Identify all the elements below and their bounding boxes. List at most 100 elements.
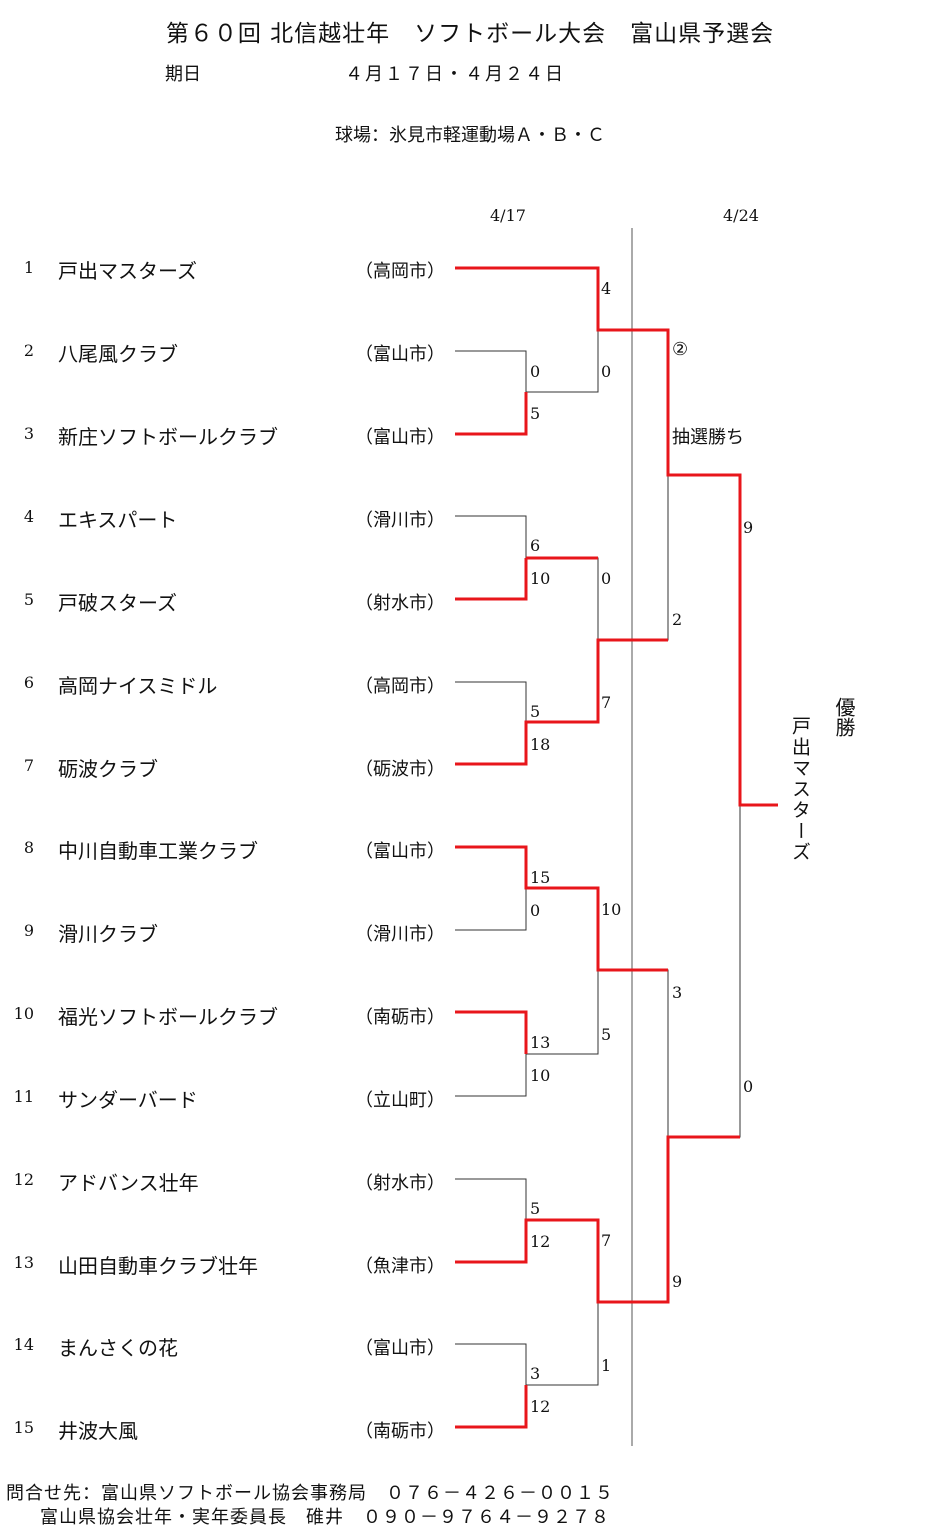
team-name: 滑川クラブ	[58, 922, 158, 946]
score-sf-top-team-1: ②	[672, 339, 689, 360]
score-r2-team-8: 10	[601, 900, 622, 919]
line-team-12	[455, 1178, 527, 1220]
team-city: （南砺市）	[355, 1007, 445, 1028]
team-number: 12	[13, 1170, 34, 1189]
score-r2-team-13: 7	[601, 1231, 612, 1250]
team-city: （南砺市）	[355, 1421, 445, 1442]
footer-contact-1: 問合せ先：富山県ソフトボール協会事務局 ０７６－４２６－００１５	[6, 1483, 614, 1504]
winner-line-team-8	[455, 845, 668, 972]
team-name: 戸破スターズ	[58, 591, 177, 615]
line-r2-loser-14v15	[526, 1302, 599, 1386]
team-city: （富山市）	[355, 427, 445, 448]
team-number: 14	[13, 1335, 34, 1354]
team-name: アドバンス壮年	[58, 1171, 199, 1195]
score-team-7: 18	[530, 735, 551, 754]
team-number: 10	[13, 1004, 34, 1023]
period-label: 期日	[165, 64, 201, 85]
score-team-10: 13	[530, 1033, 551, 1052]
line-team-11	[455, 1054, 527, 1097]
line-sf-loser-top	[598, 475, 669, 641]
footer-contact-2: 富山県協会壮年・実年委員長 碓井 ０９０－９７６４－９２７８	[40, 1507, 610, 1528]
score-final-team-1: 9	[743, 518, 754, 537]
team-number: 6	[23, 673, 34, 692]
team-city: （射水市）	[355, 593, 445, 614]
team-name: 山田自動車クラブ壮年	[58, 1254, 258, 1278]
score-team-6: 5	[530, 702, 541, 721]
team-name: まんさくの花	[58, 1336, 178, 1360]
team-city: （滑川市）	[355, 510, 445, 531]
team-city: （高岡市）	[355, 261, 445, 282]
score-team-14: 3	[530, 1364, 541, 1383]
line-r2-loser-10v11	[526, 970, 599, 1055]
period-dates: ４月１７日・４月２４日	[345, 64, 565, 85]
round-date-day1: 4/17	[490, 206, 526, 225]
winner-line-team-5	[455, 558, 528, 601]
team-city: （富山市）	[355, 841, 445, 862]
team-city: （滑川市）	[355, 924, 445, 945]
score-team-12: 5	[530, 1199, 541, 1218]
page-title: 第６０回 北信越壮年 ソフトボール大会 富山県予選会	[165, 21, 775, 47]
winner-line-team-7	[455, 638, 668, 766]
line-team-2	[455, 350, 527, 392]
team-number: 5	[23, 590, 34, 609]
line-sf-loser-bottom	[598, 969, 669, 1137]
team-name: サンダーバード	[58, 1088, 198, 1112]
team-name: 新庄ソフトボールクラブ	[58, 425, 278, 449]
team-city: （魚津市）	[355, 1256, 445, 1277]
lottery-win-note: 抽選勝ち	[672, 427, 744, 448]
score-team-3: 5	[530, 404, 541, 423]
score-team-4: 6	[530, 536, 541, 555]
winner-line-team-3	[455, 392, 528, 436]
round-date-day2: 4/24	[723, 206, 759, 225]
team-number: 11	[13, 1087, 34, 1106]
score-team-9: 0	[530, 901, 541, 920]
score-r2-team-1: 4	[601, 279, 612, 298]
score-sf-bottom-team-8: 3	[672, 983, 683, 1002]
score-r2-team-5: 0	[601, 569, 612, 588]
score-r2-team-3: 0	[601, 362, 612, 381]
team-city: （射水市）	[355, 1173, 445, 1194]
score-team-11: 10	[530, 1066, 551, 1085]
line-r2-loser-2v3	[526, 330, 599, 393]
team-number: 7	[23, 756, 34, 775]
score-sf-bottom-team-13: 9	[672, 1272, 683, 1291]
score-team-2: 0	[530, 362, 541, 381]
team-name: 高岡ナイスミドル	[58, 674, 218, 698]
team-name: 井波大風	[58, 1419, 138, 1443]
score-team-5: 10	[530, 569, 551, 588]
team-number: 13	[13, 1253, 34, 1272]
score-r2-team-10: 5	[601, 1025, 612, 1044]
team-city: （富山市）	[355, 1338, 445, 1359]
team-city: （砺波市）	[355, 759, 445, 780]
team-name: 中川自動車工業クラブ	[58, 839, 258, 863]
winner-line-team-15	[455, 1385, 528, 1429]
team-number: 4	[23, 507, 34, 526]
score-team-15: 12	[530, 1397, 551, 1416]
team-city: （立山町）	[355, 1090, 445, 1111]
score-team-8: 15	[530, 868, 551, 887]
team-name: 戸出マスターズ	[58, 259, 197, 283]
team-number: 1	[23, 258, 34, 277]
team-city: （高岡市）	[355, 676, 445, 697]
line-team-9	[455, 888, 527, 931]
team-name: 八尾風クラブ	[58, 342, 178, 366]
team-number: 8	[23, 838, 34, 857]
winner-line-team-1	[455, 266, 778, 807]
team-name: 砺波クラブ	[58, 757, 158, 781]
team-city: （富山市）	[355, 344, 445, 365]
champion-team: 戸出マスターズ	[789, 716, 811, 863]
team-number: 3	[23, 424, 34, 443]
team-name: エキスパート	[58, 508, 178, 532]
line-team-6	[455, 681, 527, 722]
line-team-4	[455, 515, 527, 558]
score-r2-team-15: 1	[601, 1356, 612, 1375]
team-number: 9	[23, 921, 34, 940]
score-team-13: 12	[530, 1232, 551, 1251]
team-number: 15	[13, 1418, 34, 1437]
score-sf-top-team-7: 2	[672, 610, 683, 629]
champion-label: 優勝	[832, 697, 856, 737]
winner-line-team-10	[455, 1010, 528, 1054]
score-r2-team-7: 7	[601, 693, 612, 712]
line-final-loser	[668, 805, 741, 1138]
